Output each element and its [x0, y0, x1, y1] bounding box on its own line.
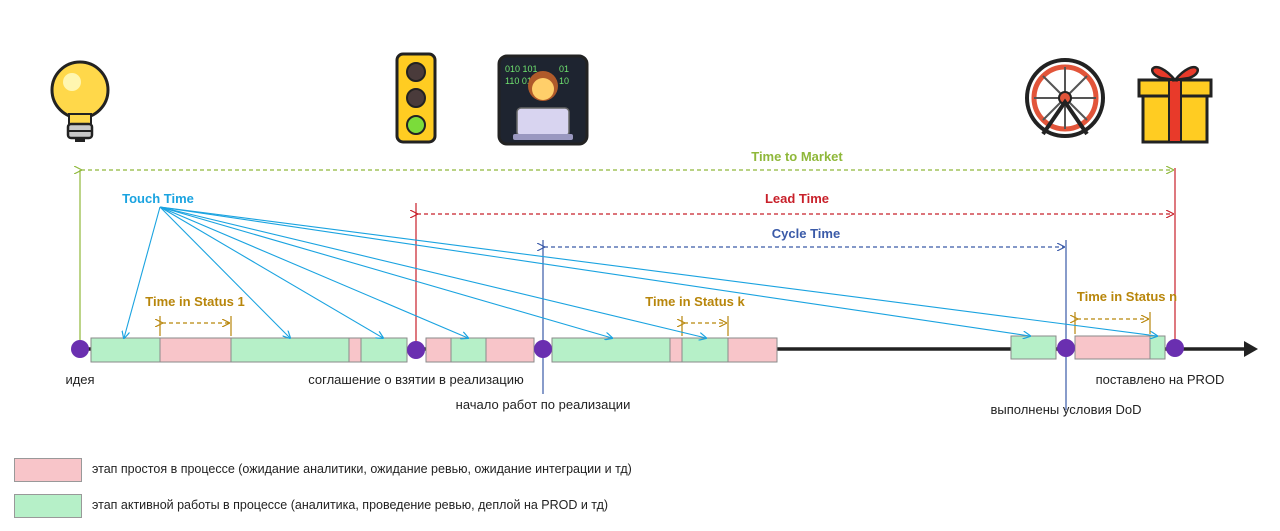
- lead-time-label: Lead Time: [765, 191, 829, 206]
- time-to-market-label: Time to Market: [751, 149, 843, 164]
- idle-segment: [425, 337, 452, 363]
- milestone-start: [534, 340, 552, 358]
- time-in-status-n-label: Time in Status n: [1077, 289, 1177, 304]
- milestone-idea: [71, 340, 89, 358]
- milestone-agreement: [407, 341, 425, 359]
- idle-segment: [1074, 335, 1151, 360]
- svg-text:01: 01: [559, 64, 569, 74]
- touch-time-label: Touch Time: [122, 191, 194, 206]
- legend-active: этап активной работы в процессе (аналити…: [14, 494, 914, 520]
- idle-segment: [159, 337, 232, 363]
- idle-segment: [669, 337, 683, 363]
- active-segment: [230, 337, 350, 363]
- svg-text:110 011: 110 011: [505, 76, 536, 86]
- milestone-dod-label: выполнены условия DoD: [990, 402, 1141, 417]
- milestone-idea-label: идея: [65, 372, 94, 387]
- status-n-bracket: [1075, 312, 1151, 334]
- idle-segment: [348, 337, 362, 363]
- milestone-prod: [1166, 339, 1184, 357]
- active-segment: [1010, 335, 1057, 360]
- svg-text:10: 10: [559, 76, 569, 86]
- time-in-status-1-label: Time in Status 1: [145, 294, 244, 309]
- idle-swatch: [14, 458, 82, 482]
- active-segment: [90, 337, 161, 363]
- active-segment: [1149, 335, 1166, 360]
- active-segment: [360, 337, 408, 363]
- svg-text:010 101: 010 101: [505, 64, 538, 74]
- cycle-time-label: Cycle Time: [772, 226, 840, 241]
- active-segment: [450, 337, 487, 363]
- milestone-dod: [1057, 339, 1075, 357]
- milestone-start-label: начало работ по реализации: [456, 397, 631, 412]
- touch-time-arrows: [124, 206, 1157, 338]
- legend-idle-text: этап простоя в процессе (ожидание аналит…: [92, 462, 632, 476]
- legend-idle: этап простоя в процессе (ожидание аналит…: [14, 458, 914, 484]
- ferris-wheel-icon: [1025, 58, 1105, 138]
- active-swatch: [14, 494, 82, 518]
- traffic-light-icon: [395, 52, 437, 144]
- active-segment: [551, 337, 671, 363]
- timeline-arrowhead: [1244, 341, 1258, 357]
- milestone-prod-label: поставлено на PROD: [1096, 372, 1225, 387]
- status-k-bracket: [682, 316, 729, 336]
- active-segment: [681, 337, 729, 363]
- lightbulb-icon: [50, 60, 110, 142]
- time-in-status-k-label: Time in Status k: [645, 294, 745, 309]
- gift-icon: [1137, 66, 1213, 144]
- idle-segment: [727, 337, 778, 363]
- developer-icon: 010 101 110 011 01 10: [497, 54, 589, 146]
- milestone-agreement-label: соглашение о взятии в реализацию: [308, 372, 524, 387]
- process-segments: [90, 335, 1166, 363]
- legend-active-text: этап активной работы в процессе (аналити…: [92, 498, 609, 512]
- idle-segment: [485, 337, 535, 363]
- status-1-bracket: [160, 316, 232, 336]
